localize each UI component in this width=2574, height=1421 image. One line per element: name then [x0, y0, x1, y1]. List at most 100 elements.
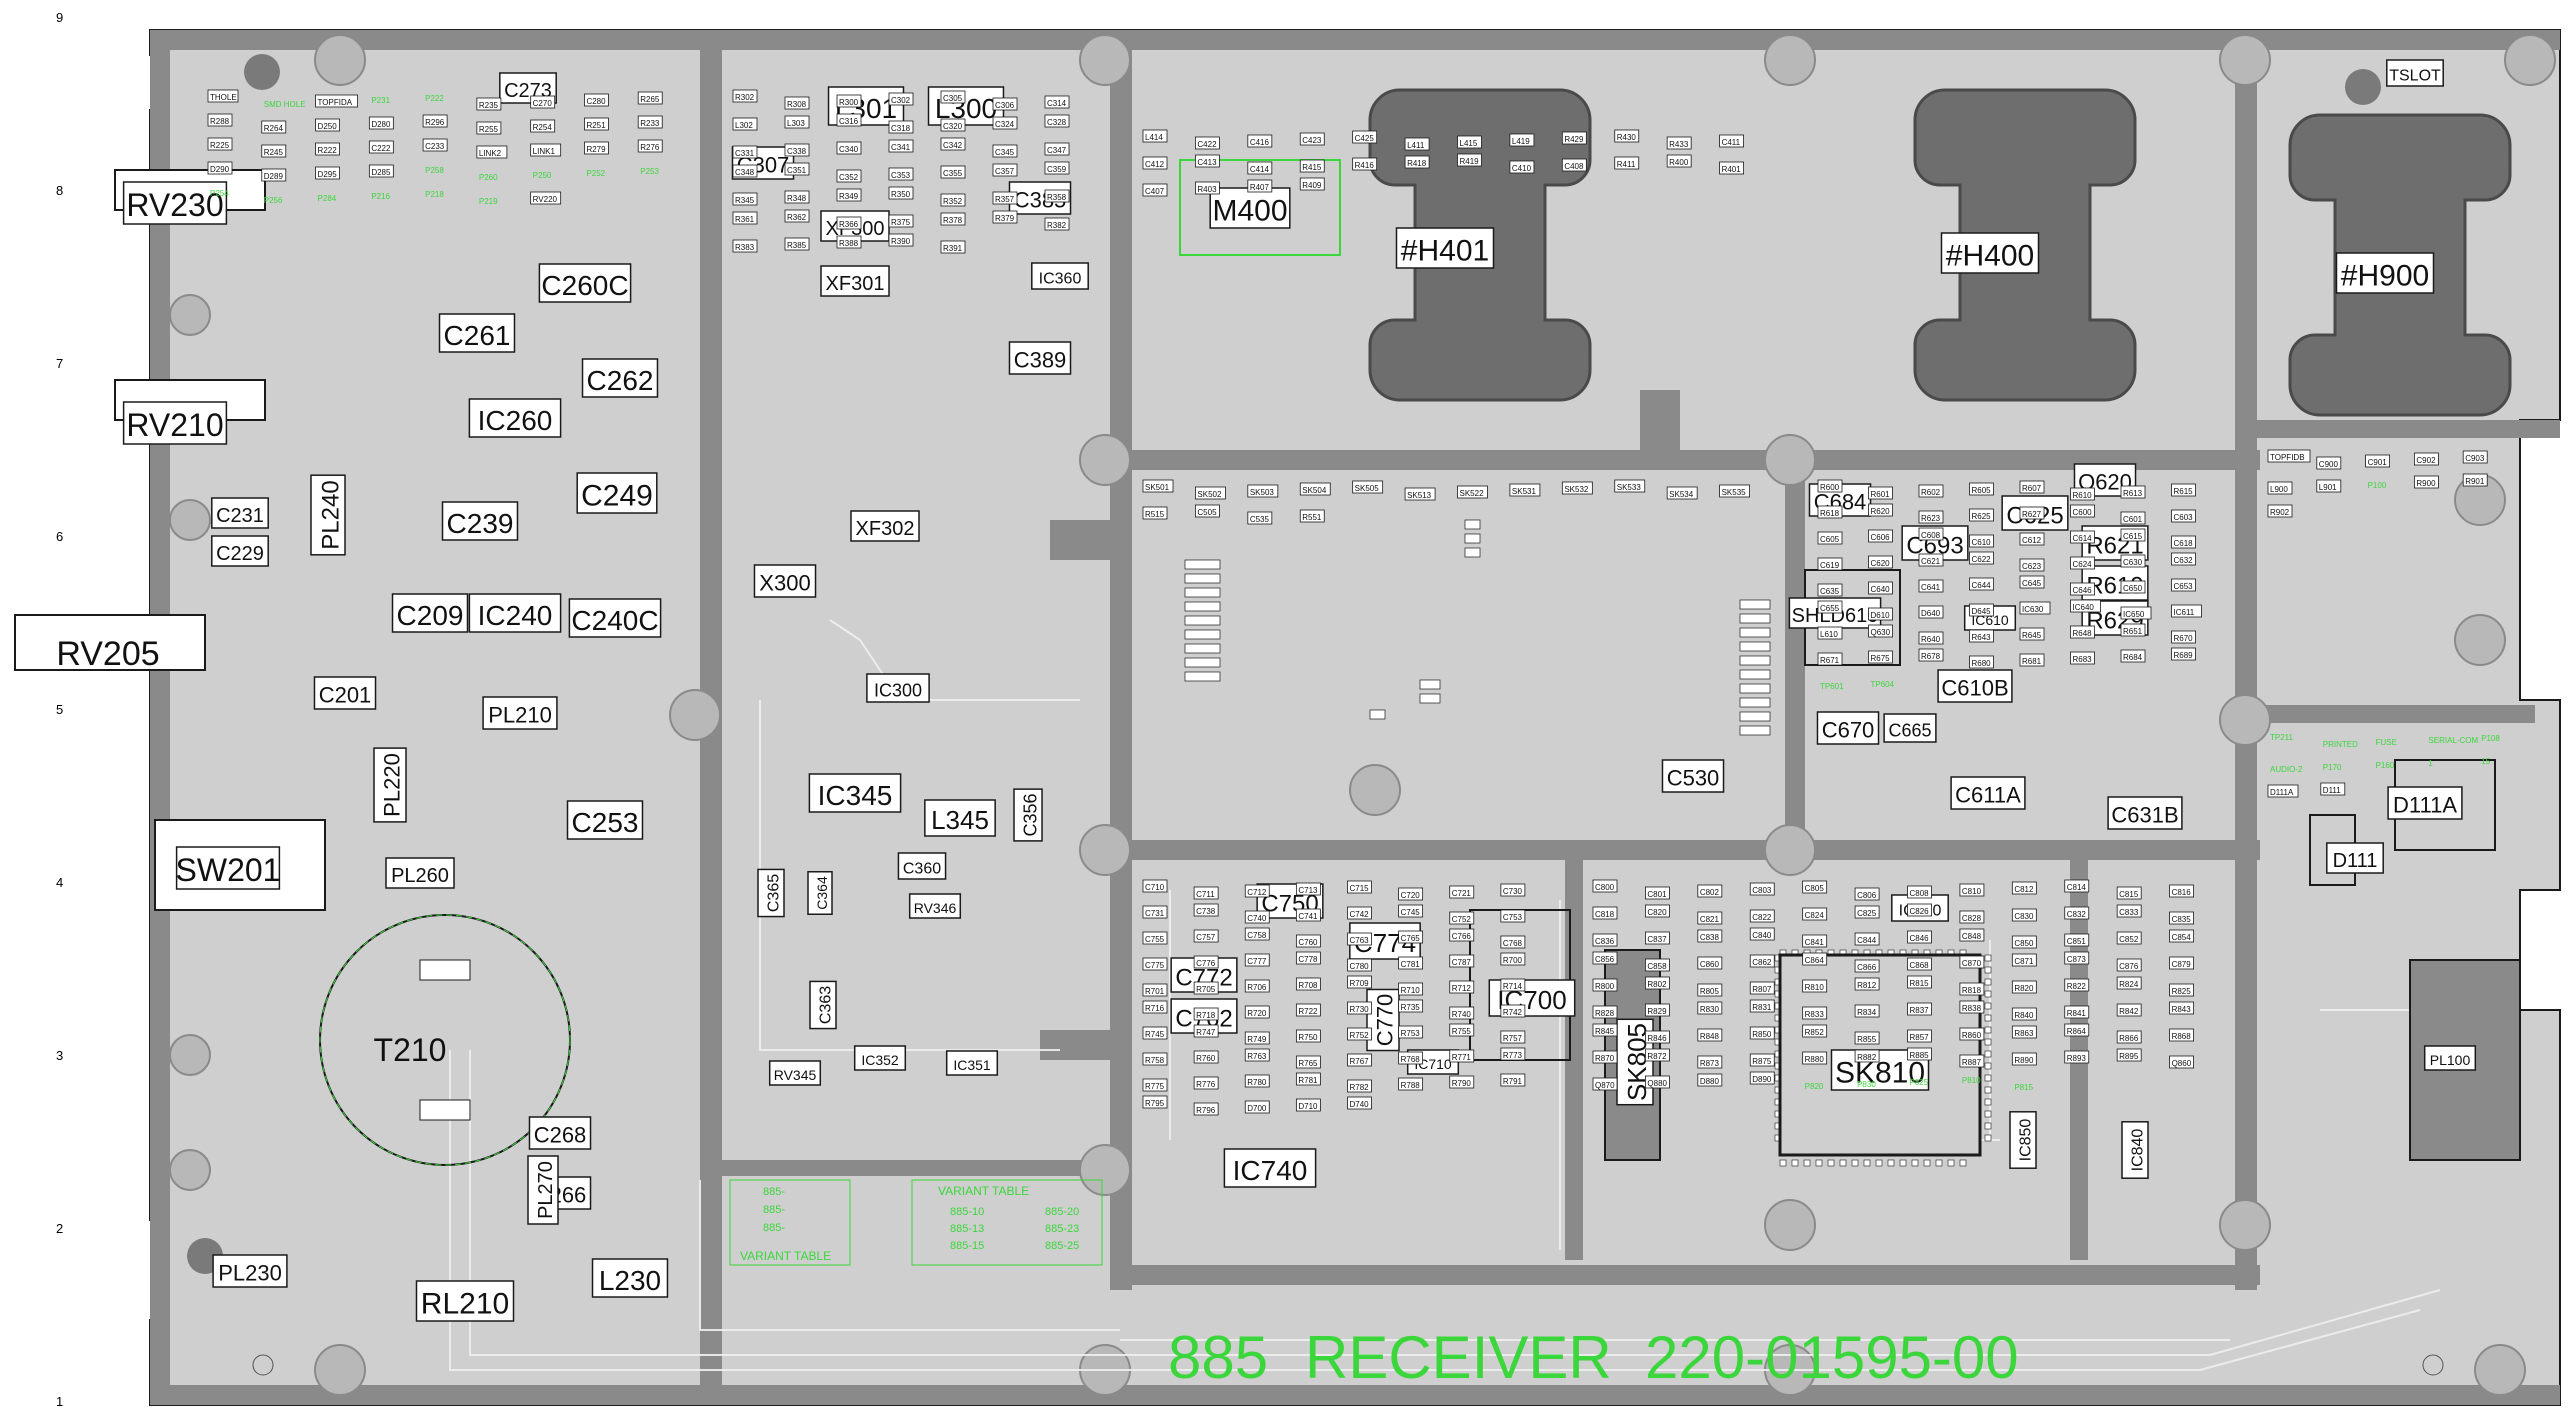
smd-ref-text: R852 [1805, 1028, 1825, 1037]
smd-part: C837 [1645, 931, 1670, 945]
component-ref-text: L345 [931, 805, 989, 835]
smd-ref-text: C302 [891, 96, 911, 105]
smd-pad [1817, 505, 1843, 519]
component-ref-label: IC360 [1031, 262, 1089, 290]
smd-pad [1854, 977, 1880, 991]
smd-part: R842 [2116, 1003, 2142, 1017]
smd-pad [584, 141, 609, 155]
smd-part: R678 [1918, 648, 1944, 662]
component-body [753, 564, 817, 598]
smd-part: R645 [2019, 627, 2045, 641]
smd-ref-text: D880 [1700, 1077, 1720, 1086]
smd-part: C632 [2171, 552, 2196, 566]
component-ref-label: PL100 [2423, 1045, 2477, 1071]
smd-part: R712 [1449, 980, 1475, 994]
smd-pad [207, 89, 239, 103]
smd-part: R366 [836, 216, 862, 230]
smd-ref-text: C423 [1302, 136, 1322, 145]
smd-pad [1592, 1023, 1618, 1037]
smd-part: D700 [1244, 1100, 1270, 1114]
smd-part: R358 [1044, 189, 1070, 203]
smd-ref-text: C841 [1805, 938, 1825, 947]
component-body [809, 980, 837, 1030]
smd-ref-text: C630 [2123, 558, 2143, 567]
smd-ref-text: C355 [943, 169, 963, 178]
component-ref-label: IC740 [1223, 1148, 1317, 1188]
smd-part: SK504 [1299, 482, 1331, 496]
smd-ref-text: R689 [2174, 651, 2194, 660]
smd-part: R419 [1457, 153, 1482, 167]
smd-ref-text: C505 [1197, 508, 1217, 517]
smd-ref-text: SK532 [1564, 485, 1589, 494]
smd-ref-text: R388 [839, 239, 859, 248]
smd-pad [2011, 1007, 2037, 1021]
smd-part: C766 [1449, 928, 1475, 942]
smd-ref-text: P253 [640, 167, 659, 176]
smd-pad [2267, 784, 2299, 798]
smd-part: C615 [2120, 528, 2146, 542]
smd-part: R872 [1645, 1048, 1670, 1062]
sk810-pin [1984, 1098, 1992, 1106]
smd-pad [1614, 479, 1646, 493]
smd-ref-text: R615 [2174, 487, 2194, 496]
smd-pad [836, 169, 862, 183]
smd-part: SK531 [1509, 483, 1541, 497]
smd-ref-text: C808 [1910, 889, 1930, 898]
smd-part: L414 [1142, 129, 1168, 143]
smd-ref-text: P108 [2481, 734, 2500, 743]
smd-pad [1749, 1071, 1775, 1085]
smd-pad [1244, 927, 1270, 941]
smd-pad [1918, 527, 1944, 541]
smd-ref-text: R233 [640, 119, 660, 128]
smd-part: R788 [1398, 1077, 1424, 1091]
smd-pad [2011, 1025, 2037, 1039]
smd-pad [1817, 479, 1843, 493]
smd-part: R689 [2171, 647, 2196, 661]
smd-ref-text: R296 [425, 118, 445, 127]
smd-ref-text: C621 [1921, 557, 1941, 566]
smd-ref-text: C711 [1196, 890, 1215, 899]
smd-part: C414 [1247, 161, 1273, 175]
pad-strip [1464, 519, 1481, 530]
smd-ref-text: R361 [735, 215, 755, 224]
smd-part: P253 [640, 167, 659, 176]
smd-ref-text: C818 [1595, 910, 1615, 919]
smd-part: P216 [371, 192, 390, 201]
smd-ref-text: D645 [1972, 607, 1992, 616]
smd-ref-text: LINK1 [533, 147, 556, 156]
smd-pad [1404, 487, 1436, 501]
component-ref-label: C268 [528, 1116, 592, 1150]
smd-pad [1449, 885, 1475, 899]
smd-part: RV220 [530, 191, 562, 205]
smd-part: R795 [1142, 1095, 1168, 1109]
smd-part: R409 [1299, 177, 1325, 191]
smd-pad [1500, 1047, 1526, 1061]
smd-pad [261, 168, 287, 182]
smd-ref-text: C828 [1962, 914, 1982, 923]
smd-pad [1918, 484, 1944, 498]
smd-part: D285 [368, 164, 394, 178]
smd-ref-text: R805 [1700, 987, 1720, 996]
smd-ref-text: C848 [1962, 932, 1982, 941]
smd-ref-text: SK505 [1355, 484, 1380, 493]
smd-part: R345 [732, 192, 758, 206]
smd-part: R815 [1907, 975, 1932, 989]
smd-pad [1749, 999, 1775, 1013]
component-ref-label: RV210 [122, 401, 228, 445]
smd-part: P258 [425, 166, 444, 175]
smd-part: R818 [1959, 982, 1985, 996]
smd-pad [2169, 929, 2194, 943]
smd-part: R700 [1500, 952, 1526, 966]
smd-pad [1500, 1030, 1526, 1044]
smd-ref-text: C778 [1298, 955, 1318, 964]
smd-ref-text: R845 [1595, 1027, 1615, 1036]
smd-part: R831 [1749, 999, 1775, 1013]
smd-part: C808 [1907, 885, 1932, 899]
smd-pad [1247, 484, 1279, 498]
smd-ref-text: R265 [640, 95, 660, 104]
smd-part: R810 [1802, 979, 1828, 993]
smd-ref-text: R627 [2022, 510, 2042, 519]
smd-ref-text: R433 [1669, 140, 1689, 149]
smd-part: R430 [1614, 129, 1640, 143]
component-ref-label: L230 [591, 1258, 669, 1298]
